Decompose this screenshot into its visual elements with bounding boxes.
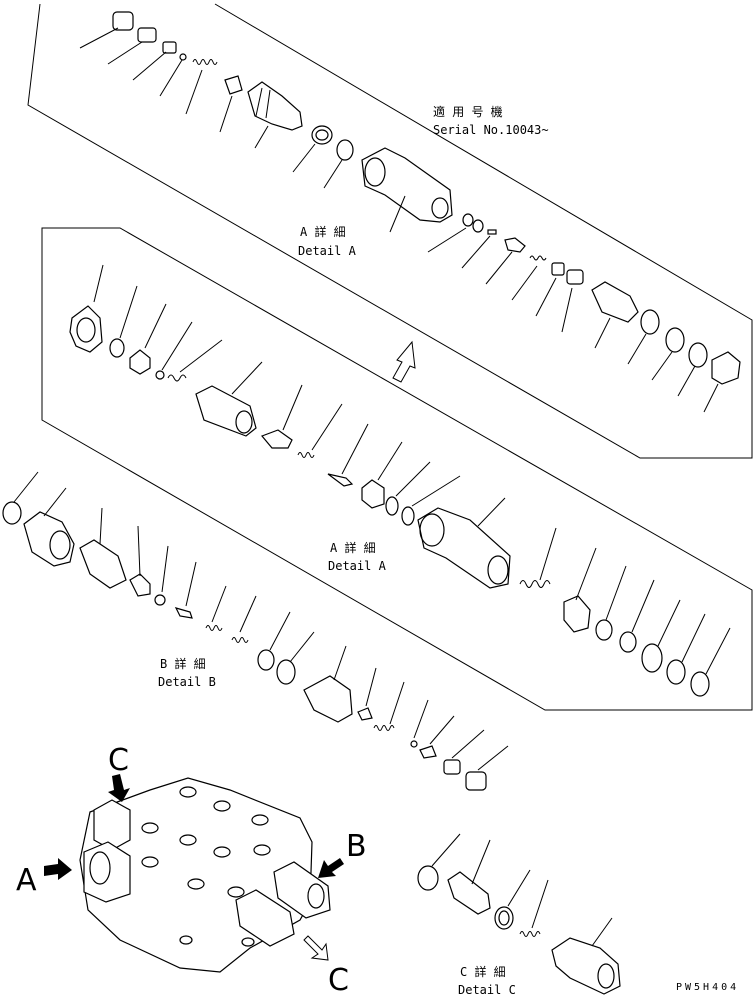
detail-b-title-en: Detail B	[158, 675, 216, 689]
top-panel-parts	[79, 11, 741, 413]
view-arrow-b-icon	[318, 858, 344, 878]
detail-c-title-en: Detail C	[458, 983, 516, 997]
detail-c-title-jp: C 詳 細	[460, 964, 506, 979]
view-arrow-c-bottom-icon	[303, 935, 329, 961]
top-detail-title-jp: A 詳 細	[300, 224, 346, 239]
view-arrow-a-icon	[44, 858, 72, 880]
view-marker-c-bottom: C	[328, 963, 349, 997]
control-valve-assembly	[79, 777, 331, 973]
detail-c-parts	[417, 833, 621, 995]
direction-arrow-icon	[392, 340, 416, 383]
top-serial-label: Serial No.10043~	[433, 123, 549, 137]
view-marker-a: A	[16, 863, 37, 898]
view-marker-b: B	[346, 829, 367, 864]
middle-detail-title-en: Detail A	[328, 559, 387, 573]
top-applicable-label: 適 用 号 機	[433, 104, 503, 119]
view-marker-c-top: C	[108, 743, 129, 778]
middle-detail-title-jp: A 詳 細	[330, 540, 376, 555]
panel-border-top	[27, 3, 753, 459]
detail-b-parts	[2, 471, 509, 791]
drawing-code: PW5H404	[676, 982, 739, 993]
panel-border-middle	[41, 227, 753, 711]
middle-panel-parts	[69, 264, 731, 697]
detail-b-title-jp: B 詳 細	[160, 656, 206, 671]
top-detail-title-en: Detail A	[298, 244, 357, 258]
view-arrow-c-top-icon	[108, 774, 130, 802]
